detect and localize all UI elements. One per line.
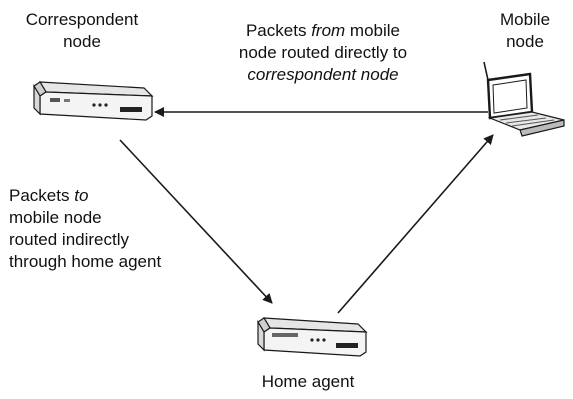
direct-route-text-3: mobile — [349, 21, 401, 40]
indirect-route-text-3: routed indirectly — [9, 230, 130, 249]
correspondent-node-label-line2: node — [63, 32, 101, 51]
indirect-route-text-4: through home agent — [9, 252, 162, 271]
correspondent-node-label: Correspondent node — [22, 9, 142, 53]
mobile-node-label-line1: Mobile — [499, 10, 551, 29]
mobile-node-label-line2: node — [506, 32, 544, 51]
arrow-correspondent-to-home-agent — [119, 139, 273, 304]
direct-route-text-4: node routed directly to — [238, 43, 408, 62]
home-agent-label: Home agent — [238, 371, 378, 393]
arrow-home-agent-to-mobile — [337, 134, 494, 314]
home-agent-device-icon — [257, 317, 368, 357]
mobile-node-laptop-icon — [483, 61, 565, 137]
home-agent-label-text: Home agent — [261, 372, 355, 391]
direct-route-text-5: correspondent node — [247, 65, 399, 84]
correspondent-node-device-icon — [33, 81, 154, 121]
correspondent-node-label-line1: Correspondent — [25, 10, 139, 29]
direct-route-annotation: Packets from mobile node routed directly… — [198, 20, 448, 86]
direct-route-text-2: from — [311, 21, 346, 40]
indirect-route-text-2: mobile node — [9, 208, 102, 227]
indirect-route-text-1b: to — [74, 186, 89, 205]
indirect-route-annotation: Packets to mobile node routed indirectly… — [9, 185, 209, 273]
mobile-node-label: Mobile node — [490, 9, 560, 53]
indirect-route-text-1a: Packets — [9, 186, 70, 205]
direct-route-text-1: Packets — [245, 21, 307, 40]
